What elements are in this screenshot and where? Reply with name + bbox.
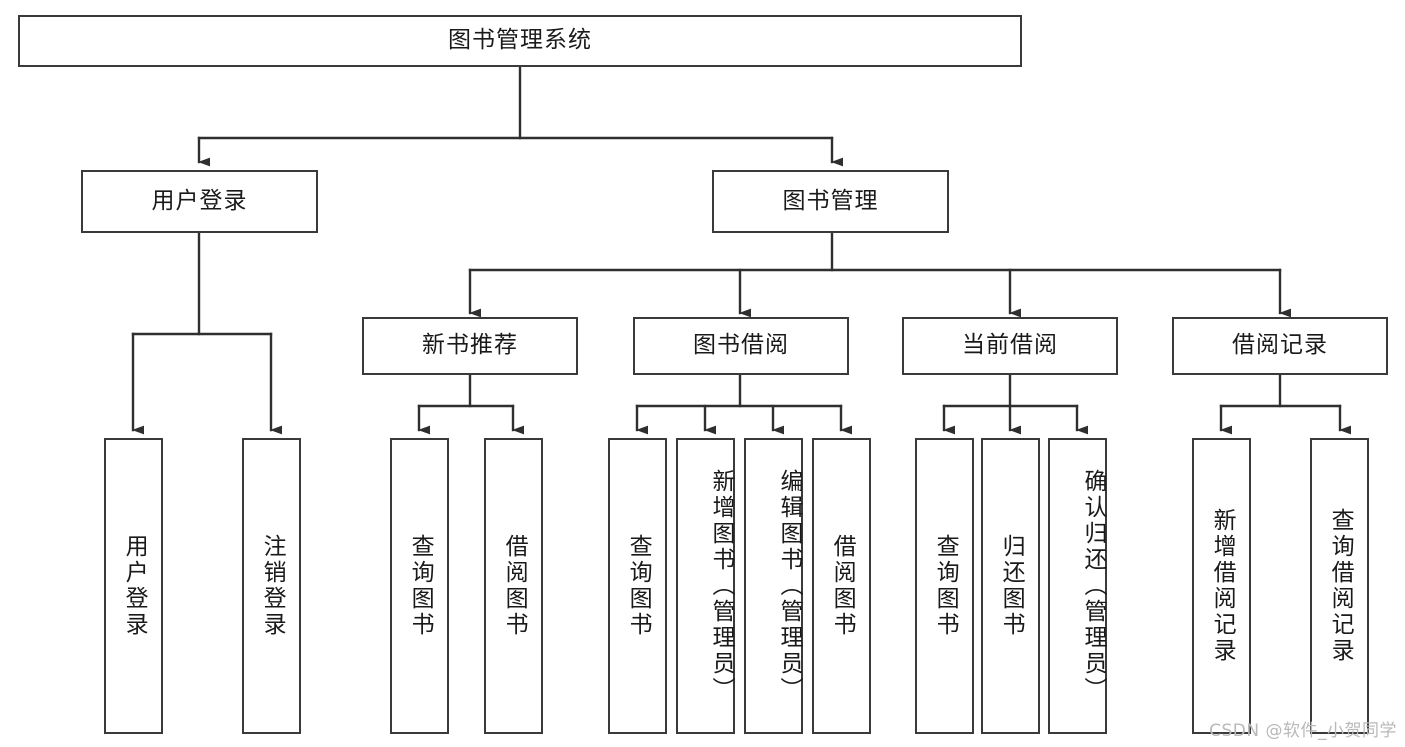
node-leaf-confirm-return-admin-label: 确认归还（管理员） [1080, 469, 1106, 703]
node-leaf-edit-book-admin[interactable]: 编辑图书（管理员） [744, 438, 803, 734]
node-current-borrow[interactable]: 当前借阅 [902, 317, 1118, 375]
node-leaf-add-borrow-record[interactable]: 新增借阅记录 [1192, 438, 1251, 734]
node-leaf-query-book-2[interactable]: 查询图书 [608, 438, 667, 734]
node-leaf-borrow-book-1[interactable]: 借阅图书 [484, 438, 543, 734]
node-leaf-return-book-label: 归还图书 [998, 534, 1025, 638]
node-leaf-user-login[interactable]: 用户登录 [104, 438, 163, 734]
node-leaf-borrow-book-1-label: 借阅图书 [501, 534, 528, 638]
node-new-book-recommend[interactable]: 新书推荐 [362, 317, 578, 375]
node-leaf-borrow-book-2[interactable]: 借阅图书 [812, 438, 871, 734]
node-book-manage[interactable]: 图书管理 [712, 170, 949, 233]
node-book-borrow[interactable]: 图书借阅 [633, 317, 849, 375]
node-leaf-return-book[interactable]: 归还图书 [981, 438, 1040, 734]
node-leaf-logout-login-label: 注销登录 [259, 534, 286, 638]
node-book-manage-label: 图书管理 [782, 187, 879, 214]
node-leaf-query-book-2-label: 查询图书 [625, 534, 652, 638]
node-root-system-label: 图书管理系统 [448, 27, 592, 54]
node-leaf-borrow-book-2-label: 借阅图书 [829, 534, 856, 638]
node-leaf-confirm-return-admin[interactable]: 确认归还（管理员） [1048, 438, 1107, 734]
node-leaf-query-book-1-label: 查询图书 [407, 534, 434, 638]
node-user-login[interactable]: 用户登录 [81, 170, 318, 233]
node-leaf-logout-login[interactable]: 注销登录 [242, 438, 301, 734]
node-leaf-query-book-3-label: 查询图书 [932, 534, 959, 638]
node-book-borrow-label: 图书借阅 [693, 332, 789, 359]
node-root-system[interactable]: 图书管理系统 [18, 15, 1022, 67]
node-leaf-add-book-admin[interactable]: 新增图书（管理员） [676, 438, 735, 734]
node-leaf-query-book-1[interactable]: 查询图书 [390, 438, 449, 734]
node-leaf-add-borrow-record-label: 新增借阅记录 [1209, 508, 1236, 664]
node-leaf-edit-book-admin-label: 编辑图书（管理员） [776, 469, 802, 703]
node-user-login-label: 用户登录 [151, 187, 248, 214]
node-current-borrow-label: 当前借阅 [962, 332, 1058, 359]
node-leaf-query-borrow-record-label: 查询借阅记录 [1327, 508, 1354, 664]
csdn-watermark: CSDN @软件_小贺同学 [1209, 721, 1397, 741]
node-leaf-query-borrow-record[interactable]: 查询借阅记录 [1310, 438, 1369, 734]
node-leaf-add-book-admin-label: 新增图书（管理员） [708, 469, 734, 703]
node-leaf-query-book-3[interactable]: 查询图书 [915, 438, 974, 734]
node-leaf-user-login-label: 用户登录 [121, 534, 148, 638]
node-borrow-record-label: 借阅记录 [1232, 332, 1328, 359]
node-new-book-recommend-label: 新书推荐 [422, 332, 518, 359]
node-borrow-record[interactable]: 借阅记录 [1172, 317, 1388, 375]
